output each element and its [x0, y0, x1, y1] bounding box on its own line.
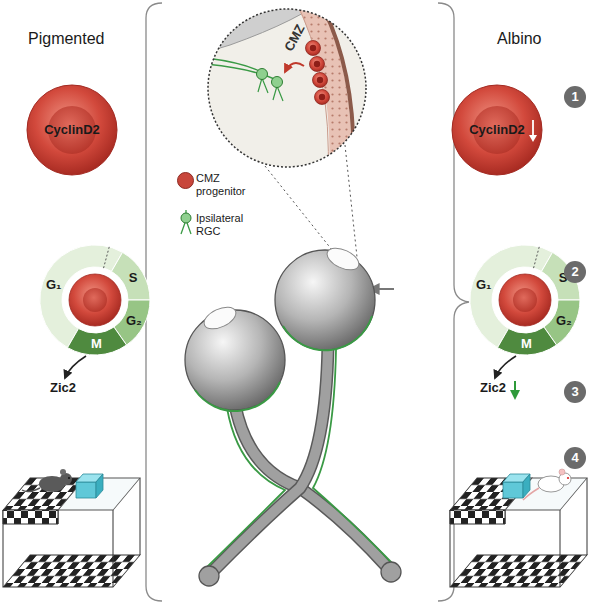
phase-label: G₂ [556, 314, 572, 328]
region-label: CMZ [282, 22, 308, 54]
callout-number: 3 [564, 381, 586, 403]
cmz-magnifier: CMZ [207, 8, 367, 168]
cell-body [27, 85, 117, 175]
cell-body [499, 274, 551, 326]
cell-body [69, 274, 121, 326]
magnifier-outline [208, 9, 366, 167]
legend-swatch [177, 172, 194, 189]
cmz-magnifier-shape [207, 8, 367, 168]
callout-number: 4 [564, 447, 586, 469]
phase-label: G₁ [476, 278, 492, 292]
phase-label: M [91, 337, 102, 351]
zic2-arrow [495, 356, 516, 378]
decrease-arrow [514, 381, 516, 398]
phase-segment [498, 327, 557, 355]
phase-label: M [521, 337, 532, 351]
column-title: Pigmented [28, 30, 105, 48]
visual-cliff-right [450, 469, 587, 587]
cell-nucleus [513, 288, 537, 312]
zic2-arrow [65, 356, 86, 378]
callout-number: 1 [564, 86, 586, 108]
decrease-arrowhead [529, 135, 537, 142]
callout-number: 2 [564, 261, 586, 283]
visual-cliff-left [3, 469, 140, 587]
column-title: Albino [497, 30, 541, 48]
protein-label: CyclinD2 [44, 123, 100, 137]
phase-segment [68, 327, 127, 355]
cell-nucleus [83, 288, 107, 312]
phase-label: S [129, 271, 138, 285]
cell-cycle-ring: G₁ S G₂ M [35, 240, 155, 360]
protein-label: CyclinD2 [469, 123, 525, 137]
checkpoint-line [534, 247, 540, 268]
cell-circle: CyclinD2 [451, 84, 543, 176]
phase-label: G₂ [126, 314, 142, 328]
cell-circle: CyclinD2 [26, 84, 118, 176]
legend-text: Ipsilateral RGC [196, 212, 260, 237]
right-eye [275, 244, 375, 351]
gene-label: Zic2 [50, 381, 76, 395]
checkpoint-line [104, 247, 110, 268]
gene-label: Zic2 [480, 381, 506, 395]
left-eye [185, 303, 285, 411]
cell-cycle-ring: G₁SG₂M [465, 240, 585, 360]
phase-label: G₁ [46, 278, 62, 292]
legend-neuron [178, 210, 194, 236]
cell-body [452, 85, 542, 175]
cmz-magnified-view [200, 0, 367, 178]
decrease-arrow [532, 120, 534, 136]
legend-text: CMZ progenitor [196, 172, 260, 197]
